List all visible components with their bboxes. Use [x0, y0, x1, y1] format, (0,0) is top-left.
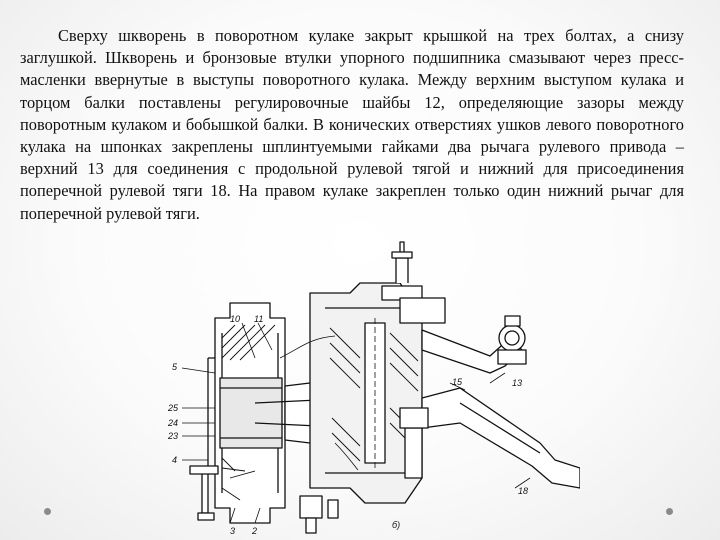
- label-18: 18: [518, 486, 528, 496]
- label-2: 2: [251, 526, 257, 536]
- bullet-dot-icon: [666, 508, 673, 515]
- label-15: 15: [452, 377, 463, 387]
- bullet-dot-icon: [44, 508, 51, 515]
- label-4: 4: [172, 455, 177, 465]
- label-24: 24: [167, 418, 178, 428]
- steering-knuckle-drawing: 10 11 5 25 24 23 4 15 13 18 3 2 б): [160, 238, 580, 540]
- body-paragraph: Сверху шкворень в поворотном кулаке закр…: [20, 26, 684, 223]
- technical-drawing-svg: 10 11 5 25 24 23 4 15 13 18 3 2 б): [167, 241, 580, 536]
- label-11: 11: [254, 314, 263, 324]
- label-13: 13: [512, 378, 522, 388]
- label-23: 23: [167, 431, 178, 441]
- label-3: 3: [230, 526, 235, 536]
- label-25: 25: [167, 403, 179, 413]
- label-5: 5: [172, 362, 178, 372]
- label-10: 10: [230, 314, 240, 324]
- label-b: б): [392, 520, 400, 530]
